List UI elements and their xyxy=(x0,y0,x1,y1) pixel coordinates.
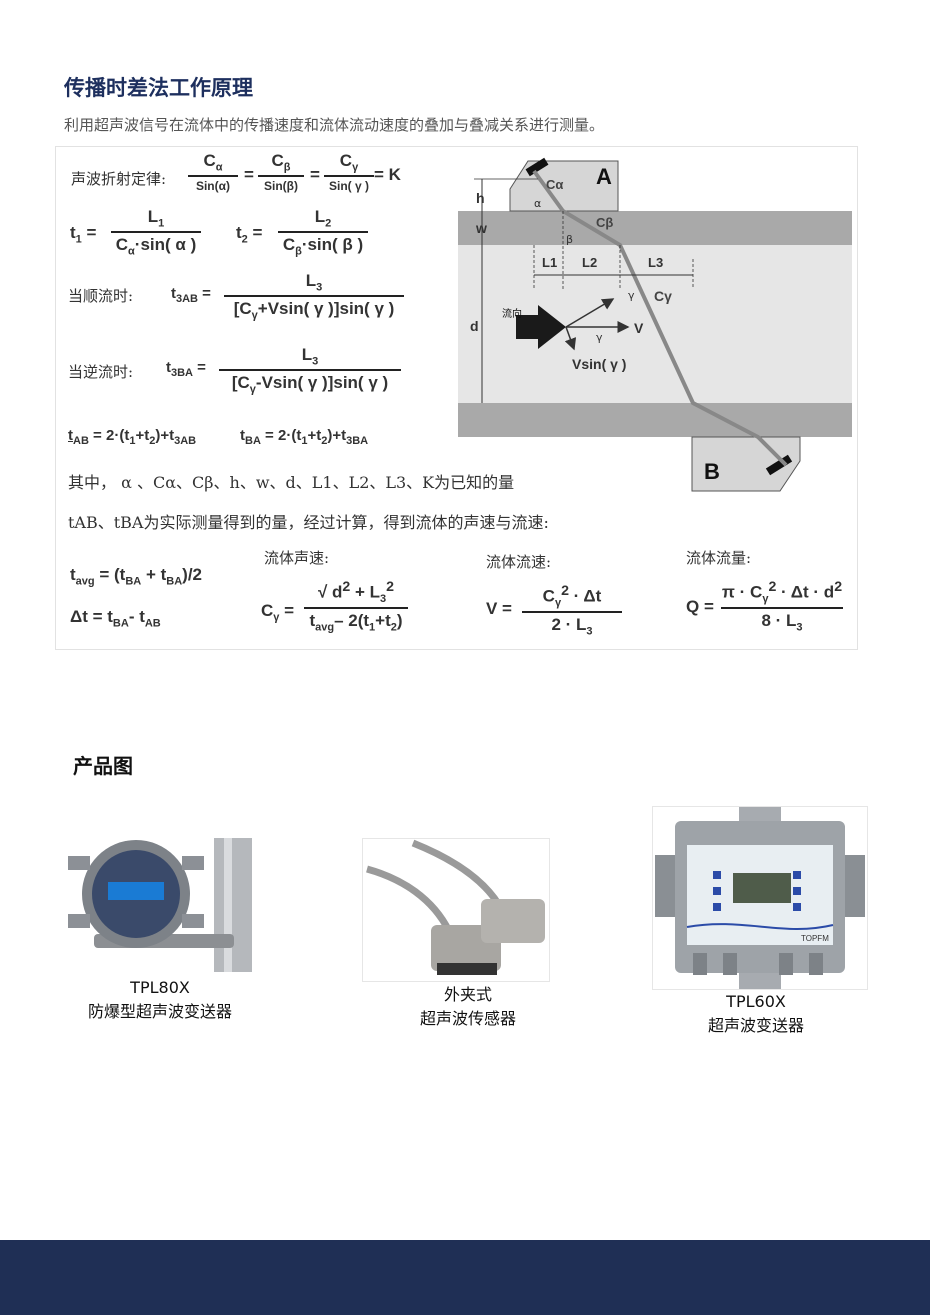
known-quantities: 其中， α 、Cα、Cβ、h、w、d、L1、L2、L3、K为已知的量 xyxy=(68,473,515,492)
product-caption-3: TPL60X 超声波变送器 xyxy=(646,990,866,1038)
panel-brand: TOPFM xyxy=(801,934,829,943)
frac-t3ab: L3[Cγ+Vsin( γ )]sin( γ ) xyxy=(224,271,404,322)
flow-speed-label: 流体流速: xyxy=(486,553,552,571)
refraction-label: 声波折射定律: xyxy=(71,170,167,188)
sensor-a-label: A xyxy=(596,164,612,189)
t3ab-label: t3AB = xyxy=(171,285,211,305)
sound-speed-label: 流体声速: xyxy=(264,549,330,567)
svg-text:Cβ: Cβ xyxy=(596,215,613,230)
svg-text:V: V xyxy=(634,320,644,336)
tab-sum: tAB = 2·(t1+t2)+t3AB xyxy=(68,427,197,447)
product-caption-1: TPL80X 防爆型超声波变送器 xyxy=(50,976,270,1024)
svg-text:w: w xyxy=(475,220,487,236)
t2-label: t2 = xyxy=(236,223,263,246)
acoustic-path xyxy=(532,169,788,467)
tba-sum: tBA = 2·(t1+t2)+t3BA xyxy=(240,427,369,447)
product-name: 防爆型超声波变送器 xyxy=(87,1002,232,1021)
footer-bar xyxy=(0,1240,930,1315)
pipe-wall-bottom xyxy=(458,403,852,437)
t3ba-label: t3BA = xyxy=(166,359,206,379)
flow-rate-label: 流体流量: xyxy=(686,549,752,567)
c-gamma-label: Cγ = xyxy=(261,601,295,624)
eq-sign: = xyxy=(244,165,254,184)
product-image-tpl80x xyxy=(64,838,254,972)
flow-direction-label: 流向 xyxy=(502,307,522,320)
product-model: TPL60X xyxy=(726,992,786,1011)
svg-text:α: α xyxy=(534,197,541,210)
svg-text:L3: L3 xyxy=(648,255,663,270)
downstream-label: 当顺流时: xyxy=(68,287,134,305)
delta-t-formula: Δt = tBA- tAB xyxy=(70,607,161,630)
svg-text:d: d xyxy=(470,318,479,334)
t1-label: t1 = xyxy=(70,223,97,246)
product-caption-2: 外夹式 超声波传感器 xyxy=(356,983,580,1031)
products-title: 产品图 xyxy=(73,754,133,778)
measured-quantities: tAB、tBA为实际测量得到的量，经过计算，得到流体的声速与流速: xyxy=(68,513,549,532)
eq-sign: = xyxy=(310,165,320,184)
pipe-diagram: A B h w d L1 L2 L3 Cα Cβ Cγ V Vsin( γ ) … xyxy=(458,157,852,492)
svg-text:h: h xyxy=(476,190,485,206)
flow-arrow xyxy=(516,305,566,349)
product-image-tpl60x: TOPFM xyxy=(652,806,868,990)
product-name: 超声波变送器 xyxy=(707,1016,804,1035)
svg-text:L1: L1 xyxy=(542,255,557,270)
svg-text:Cα: Cα xyxy=(546,177,563,192)
svg-text:β: β xyxy=(566,233,573,246)
product-model: TPL80X xyxy=(130,978,190,997)
svg-text:Cγ: Cγ xyxy=(654,288,672,304)
sensor-b-label: B xyxy=(704,459,720,484)
svg-text:γ: γ xyxy=(628,289,635,302)
product-image-clamp-sensor xyxy=(362,838,550,982)
svg-text:γ: γ xyxy=(596,331,603,344)
frac-t3ba: L3[Cγ-Vsin( γ )]sin( γ ) xyxy=(219,345,401,396)
product-model: 外夹式 xyxy=(443,985,492,1004)
tavg-formula: tavg = (tBA + tBA)/2 xyxy=(70,565,203,588)
svg-text:Vsin( γ ): Vsin( γ ) xyxy=(572,356,626,372)
refraction-end: = K xyxy=(374,165,401,184)
svg-text:L2: L2 xyxy=(582,255,597,270)
product-name: 超声波传感器 xyxy=(419,1009,516,1028)
upstream-label: 当逆流时: xyxy=(68,363,134,381)
pipe-wall-top xyxy=(458,211,852,245)
v-label: V = xyxy=(486,599,512,618)
q-label: Q = xyxy=(686,597,714,616)
page-title: 传播时差法工作原理 xyxy=(64,76,253,100)
page-subtitle: 利用超声波信号在流体中的传播速度和流体流动速度的叠加与叠减关系进行测量。 xyxy=(64,116,605,134)
